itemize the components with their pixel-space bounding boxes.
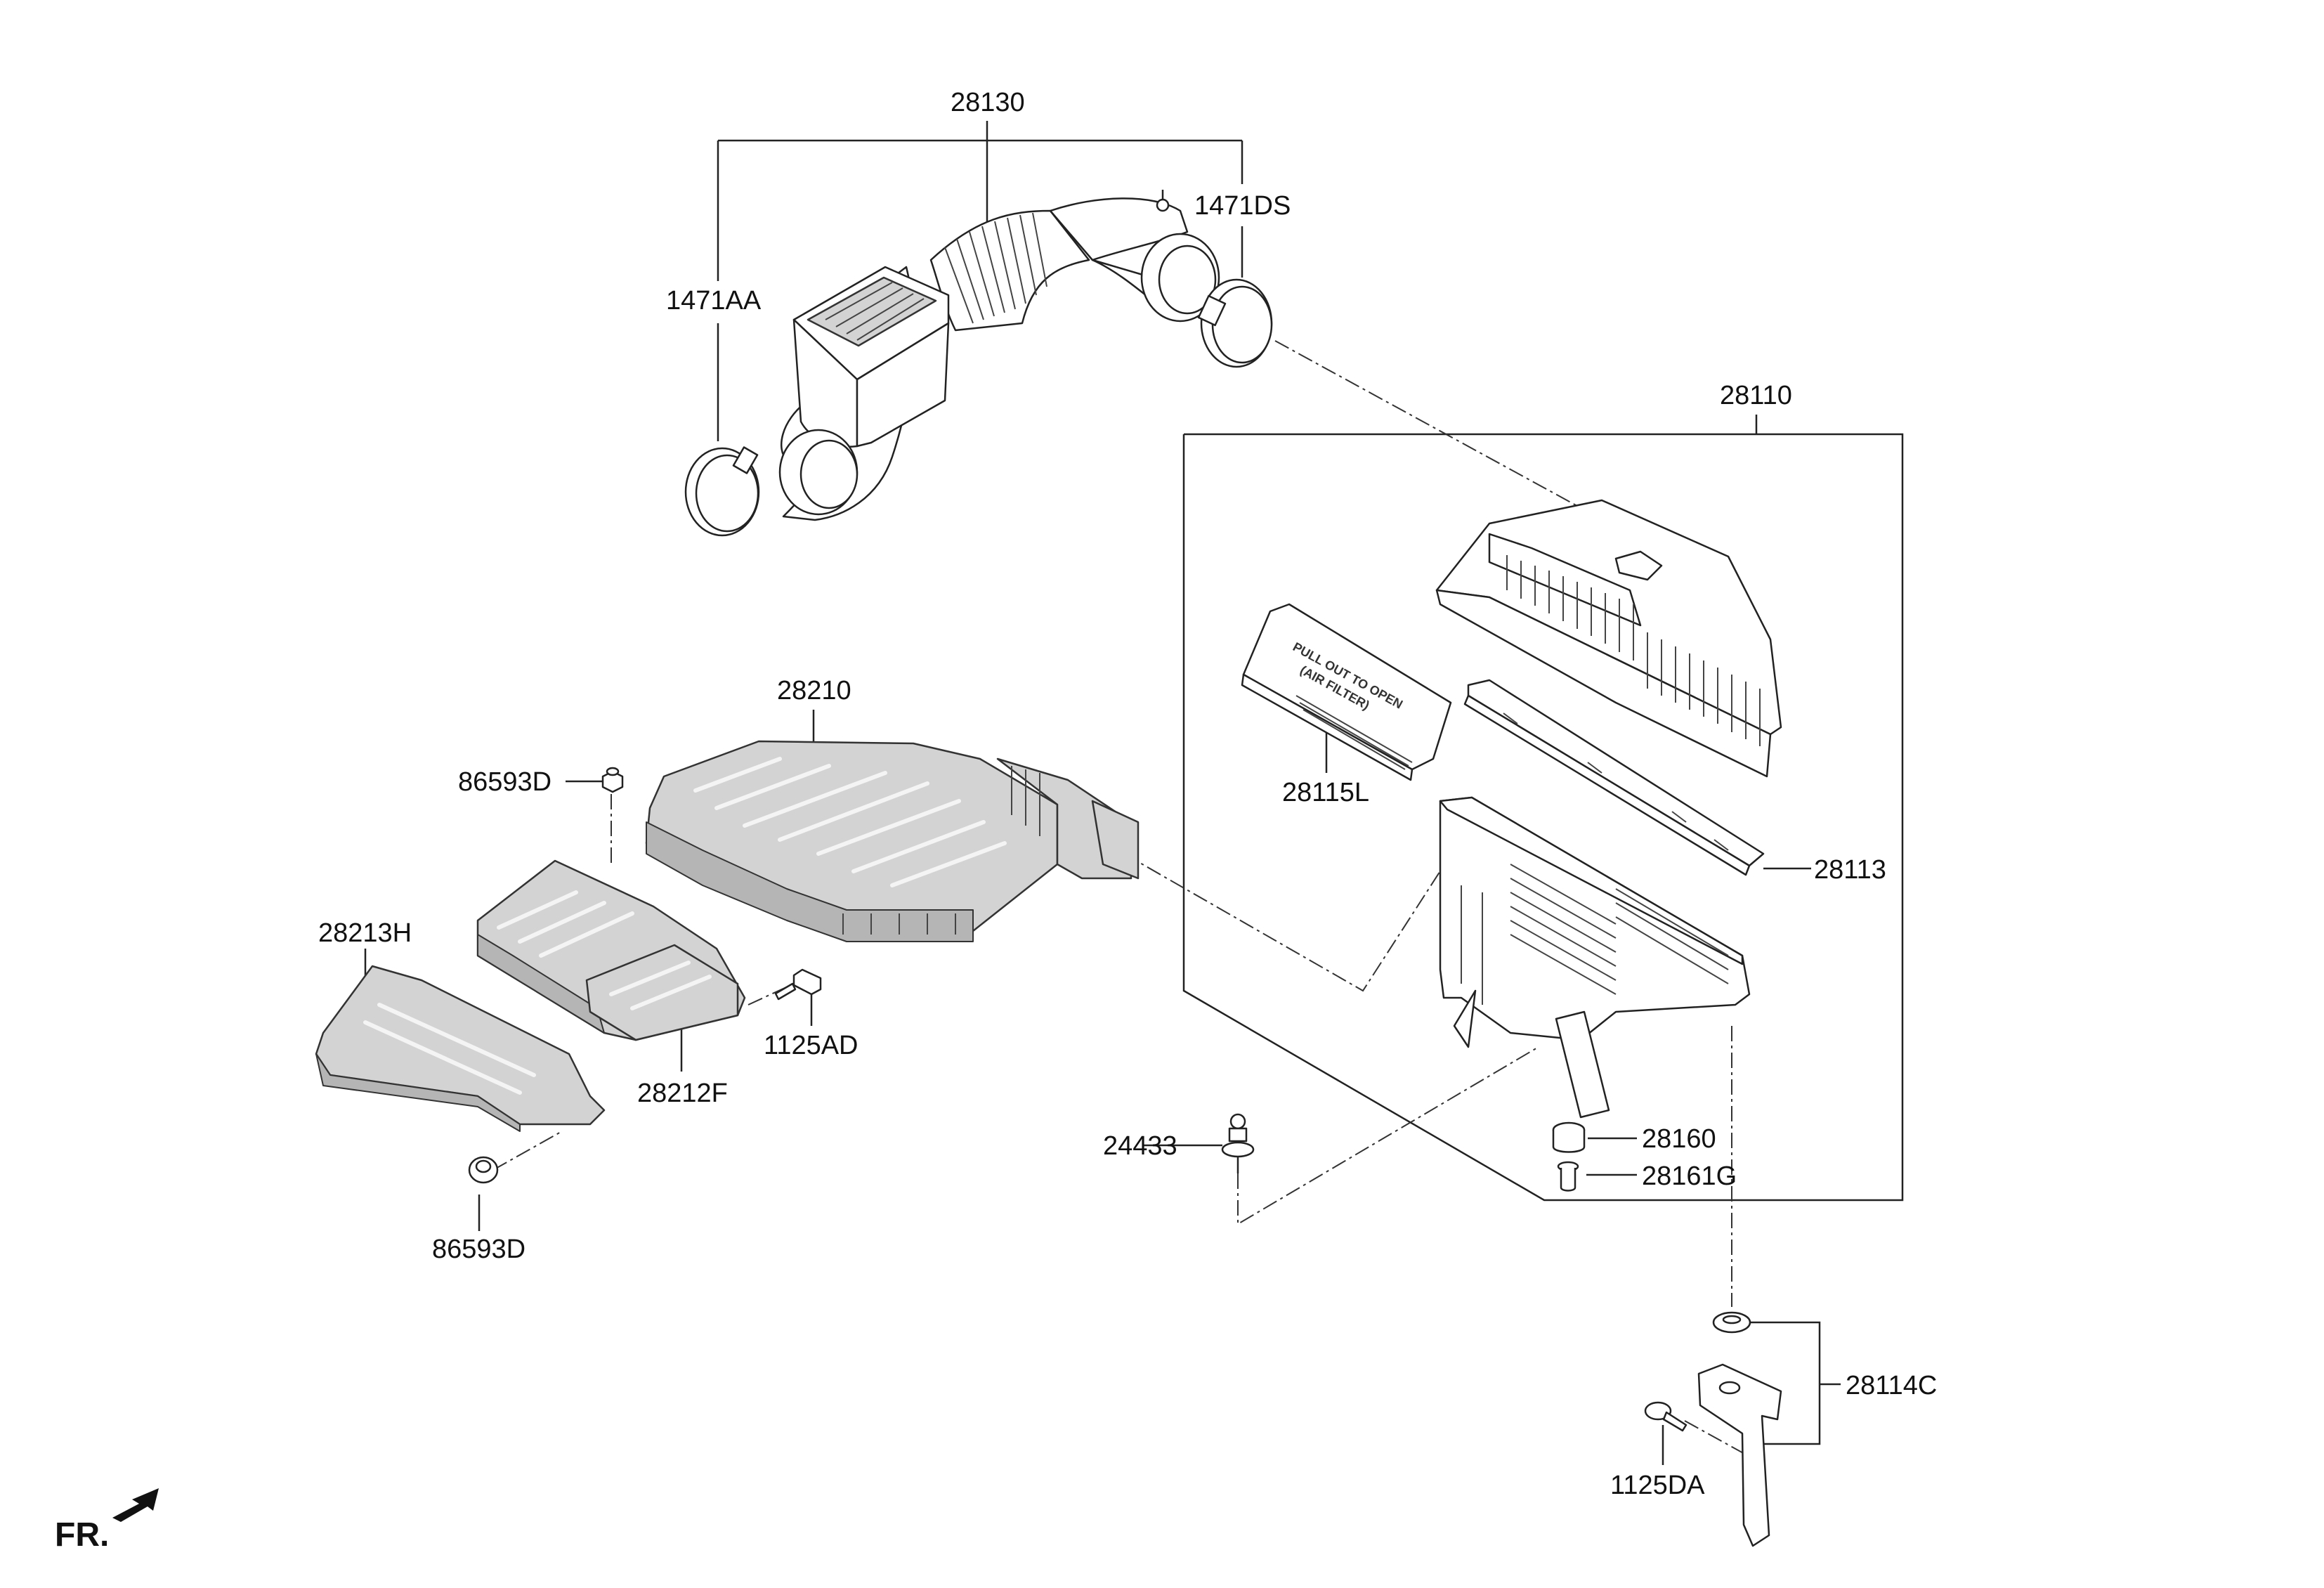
label-28113: 28113 — [1814, 855, 1886, 885]
label-28161g: 28161G — [1642, 1161, 1737, 1191]
front-label: FR. — [55, 1516, 109, 1554]
label-28115l: 28115L — [1282, 778, 1369, 807]
filter-cover-plate: PULL OUT TO OPEN (AIR FILTER) — [1241, 603, 1452, 781]
air-cleaner-cover — [1435, 499, 1782, 778]
filter-element — [1463, 679, 1765, 876]
callout-labels: 28130 1471AA 1471DS 28110 28115L 28113 2… — [318, 88, 1937, 1500]
clamp-1471ds — [1197, 278, 1273, 368]
bracket-assy — [1697, 1311, 1782, 1547]
label-28114c: 28114C — [1846, 1371, 1937, 1400]
clamp-1471aa — [684, 446, 760, 537]
bolt-86593d-bottom — [468, 1156, 499, 1184]
front-direction-arrow: FR. — [55, 1488, 159, 1554]
bolt-86593d-top — [601, 767, 624, 793]
bolt-1125da — [1644, 1401, 1687, 1432]
label-28130: 28130 — [951, 88, 1025, 117]
label-86593d-top: 86593D — [458, 767, 551, 797]
bolt-24433 — [1221, 1113, 1255, 1173]
leader-lines — [364, 121, 1904, 1465]
label-1125ad: 1125AD — [764, 1031, 859, 1060]
resonator-28210 — [645, 740, 1140, 942]
air-cleaner-lower-housing — [1439, 796, 1751, 1119]
label-28110: 28110 — [1720, 381, 1792, 410]
label-28160: 28160 — [1642, 1124, 1716, 1154]
label-24433: 24433 — [1103, 1131, 1177, 1161]
label-28212f: 28212F — [637, 1079, 728, 1108]
arrow-icon — [112, 1488, 159, 1522]
bolt-1125ad — [774, 968, 822, 1001]
grommet-28160 — [1552, 1121, 1586, 1153]
label-28213h: 28213H — [318, 918, 412, 948]
label-28210: 28210 — [777, 676, 851, 705]
label-1471ds: 1471DS — [1194, 191, 1291, 221]
lower-duct-28213h — [315, 965, 606, 1132]
inlet-duct-28212f — [476, 859, 746, 1041]
intake-hose-assy — [778, 190, 1220, 521]
label-86593d-bottom: 86593D — [432, 1235, 525, 1264]
collar-28161g — [1557, 1161, 1579, 1192]
label-1125da: 1125DA — [1610, 1471, 1705, 1500]
label-1471aa: 1471AA — [666, 286, 762, 315]
